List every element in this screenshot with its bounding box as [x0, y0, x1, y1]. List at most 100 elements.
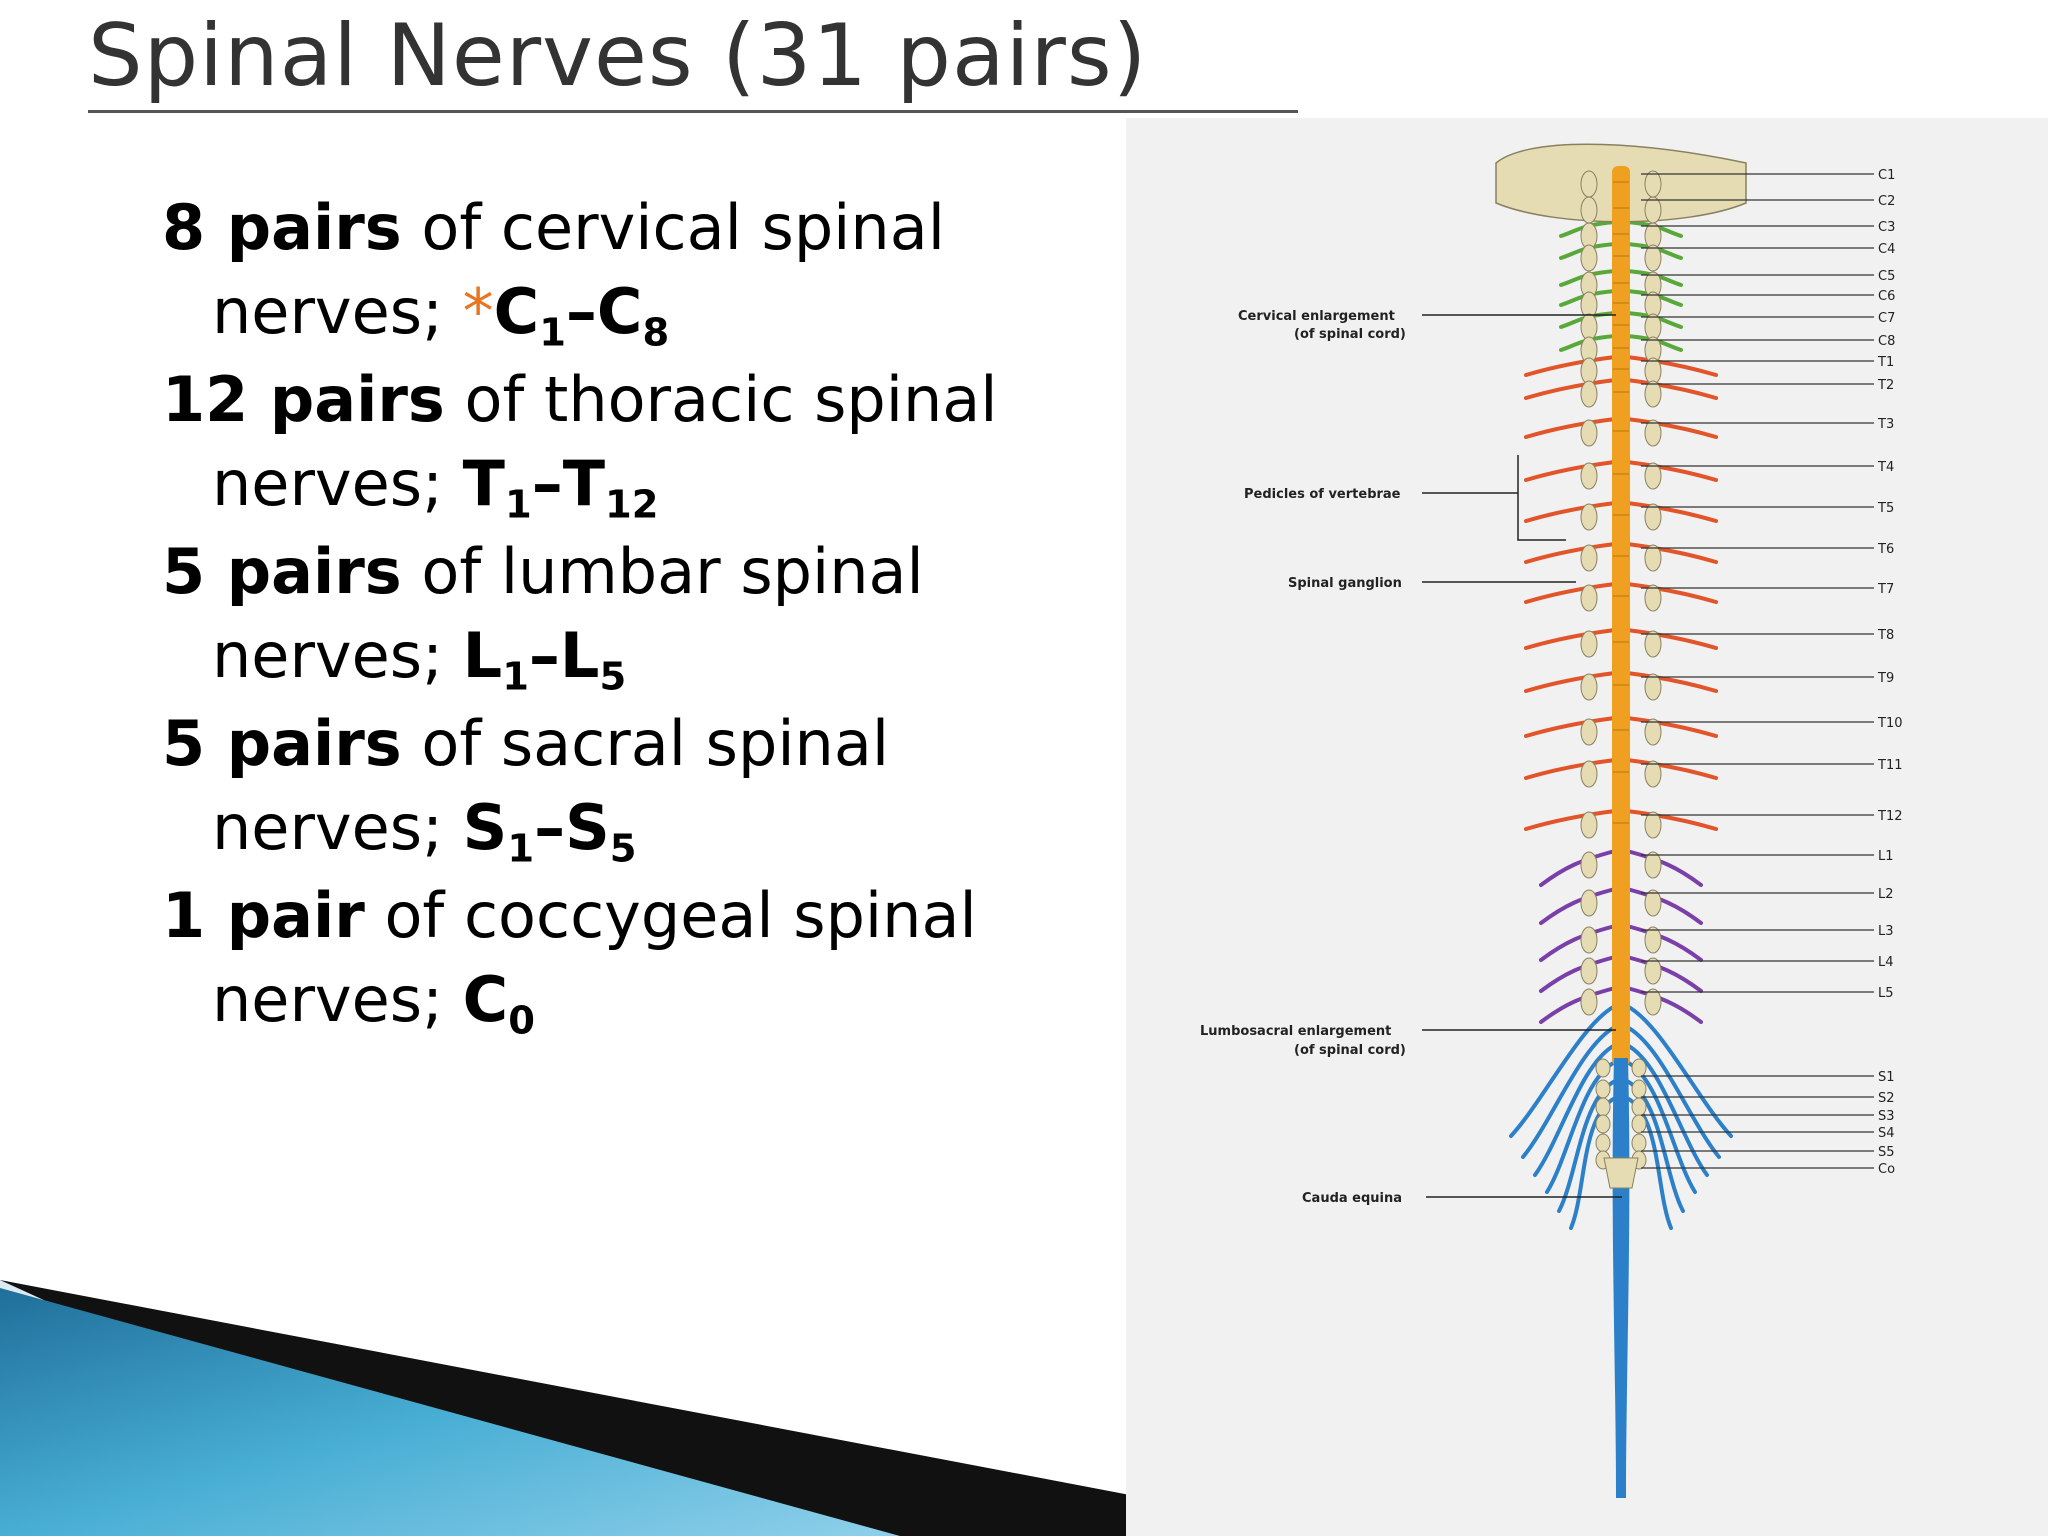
label-spinal-ganglion: Spinal ganglion	[1288, 576, 1402, 591]
level-label-Co: Co	[1878, 1162, 1895, 1177]
nerve-right-T7	[1625, 582, 1718, 604]
pedicle-left-C2	[1580, 196, 1598, 224]
pedicle-left-T12	[1580, 811, 1598, 839]
nerve-left-T12	[1524, 809, 1617, 831]
pedicle-right-T1	[1644, 357, 1662, 385]
nerve-left-L5	[1539, 986, 1617, 1024]
sacral-foramen-left-S4	[1595, 1114, 1611, 1134]
nerve-right-T11	[1625, 758, 1718, 780]
wedge-blue	[0, 1288, 900, 1536]
pedicle-right-T5	[1644, 503, 1662, 531]
pedicle-bracket	[1517, 455, 1566, 541]
pedicle-right-T8	[1644, 630, 1662, 658]
level-label-T7: T7	[1877, 582, 1894, 597]
title-underline	[88, 110, 1298, 113]
nerve-left-T5	[1524, 501, 1617, 523]
level-label-C6: C6	[1878, 289, 1895, 304]
pedicle-right-C4	[1644, 244, 1662, 272]
nerve-group-text: of cervical spinal	[401, 191, 945, 264]
range-end: C8	[596, 275, 670, 356]
left-callouts: Cervical enlargement (of spinal cord) Pe…	[1200, 309, 1622, 1206]
nerve-left-L4	[1539, 955, 1617, 993]
nerve-group-text: of lumbar spinal	[401, 535, 924, 608]
nerve-left-C7	[1559, 311, 1617, 329]
spine-illustration: C1C2C3C4C5C6C7C8T1T2T3T4T5T6T7T8T9T10T11…	[1200, 143, 1902, 1498]
pedicle-left-T8	[1580, 630, 1598, 658]
sacral-foramen-right-S2	[1631, 1079, 1647, 1099]
range-start: C1	[493, 275, 566, 356]
range-end: S5	[565, 791, 637, 872]
level-label-T9: T9	[1877, 671, 1894, 686]
label-pedicles: Pedicles of vertebrae	[1244, 487, 1401, 502]
nerve-right-C8	[1625, 334, 1683, 352]
pedicle-right-T9	[1644, 673, 1662, 701]
range-start: L1	[462, 619, 529, 700]
label-cauda-equina: Cauda equina	[1302, 1191, 1402, 1206]
nerve-right-T2	[1625, 378, 1718, 400]
pedicle-left-C1	[1580, 170, 1598, 198]
nerve-group-text: of thoracic spinal	[444, 363, 998, 436]
nerve-left-S2	[1521, 1025, 1617, 1159]
nerve-right-T5	[1625, 501, 1718, 523]
level-label-C5: C5	[1878, 269, 1895, 284]
pedicle-right-T10	[1644, 718, 1662, 746]
nerve-left-T2	[1524, 378, 1617, 400]
nerve-left-T1	[1524, 355, 1617, 377]
nerve-right-T12	[1625, 809, 1718, 831]
level-label-T8: T8	[1877, 628, 1894, 643]
pedicle-right-T2	[1644, 380, 1662, 408]
vertebrae	[1580, 170, 1662, 1189]
level-label-C2: C2	[1878, 194, 1895, 209]
level-labels: C1C2C3C4C5C6C7C8T1T2T3T4T5T6T7T8T9T10T11…	[1641, 168, 1902, 1177]
level-label-C1: C1	[1878, 168, 1895, 183]
list-item-thoracic: 12 pairs of thoracic spinal nerves; T1–T…	[162, 358, 1042, 526]
nerve-left-T3	[1524, 417, 1617, 439]
level-label-S5: S5	[1878, 1145, 1895, 1160]
pedicle-right-C7	[1644, 313, 1662, 341]
sacral-foramen-left-S5	[1595, 1133, 1611, 1153]
pedicle-left-L4	[1580, 957, 1598, 985]
pedicle-left-T5	[1580, 503, 1598, 531]
level-label-T4: T4	[1877, 460, 1894, 475]
pedicle-left-L3	[1580, 926, 1598, 954]
level-label-T12: T12	[1877, 809, 1902, 824]
pedicle-right-T3	[1644, 419, 1662, 447]
nerve-left-S3	[1533, 1043, 1617, 1177]
nerve-right-C3	[1625, 220, 1683, 238]
pair-count: 12 pairs	[162, 363, 445, 436]
nerve-left-T9	[1524, 671, 1617, 693]
nerve-right-C6	[1625, 289, 1683, 307]
pedicle-right-C2	[1644, 196, 1662, 224]
pedicle-right-T4	[1644, 462, 1662, 490]
nerves-prefix: nerves;	[212, 791, 463, 864]
pedicle-right-L4	[1644, 957, 1662, 985]
nerve-group-text: of sacral spinal	[401, 707, 890, 780]
pedicle-left-T4	[1580, 462, 1598, 490]
nerve-left-T4	[1524, 460, 1617, 482]
level-label-T1: T1	[1877, 355, 1894, 370]
coccyx-bone	[1603, 1157, 1639, 1189]
level-label-S4: S4	[1878, 1126, 1895, 1141]
sacral-foramen-right-S5	[1631, 1133, 1647, 1153]
nerve-right-C7	[1625, 311, 1683, 329]
pedicle-left-T6	[1580, 544, 1598, 572]
level-label-T3: T3	[1877, 417, 1894, 432]
level-label-S1: S1	[1878, 1070, 1895, 1085]
nerve-right-S3	[1625, 1043, 1709, 1177]
range-dash: –	[565, 275, 597, 348]
range-start: S1	[462, 791, 535, 872]
pedicle-left-T9	[1580, 673, 1598, 701]
pedicle-right-L3	[1644, 926, 1662, 954]
nerve-right-T10	[1625, 716, 1718, 738]
bullet-list: 8 pairs of cervical spinal nerves; *C1–C…	[162, 186, 1042, 1046]
nerves-prefix: nerves;	[212, 963, 463, 1036]
nerve-right-T4	[1625, 460, 1718, 482]
nerve-right-T1	[1625, 355, 1718, 377]
level-label-T11: T11	[1877, 758, 1902, 773]
nerves-prefix: nerves;	[212, 447, 463, 520]
nerve-right-C4	[1625, 242, 1683, 260]
nerve-left-C8	[1559, 334, 1617, 352]
range-end: T12	[562, 447, 659, 528]
nerve-left-T6	[1524, 542, 1617, 564]
nerve-right-T6	[1625, 542, 1718, 564]
